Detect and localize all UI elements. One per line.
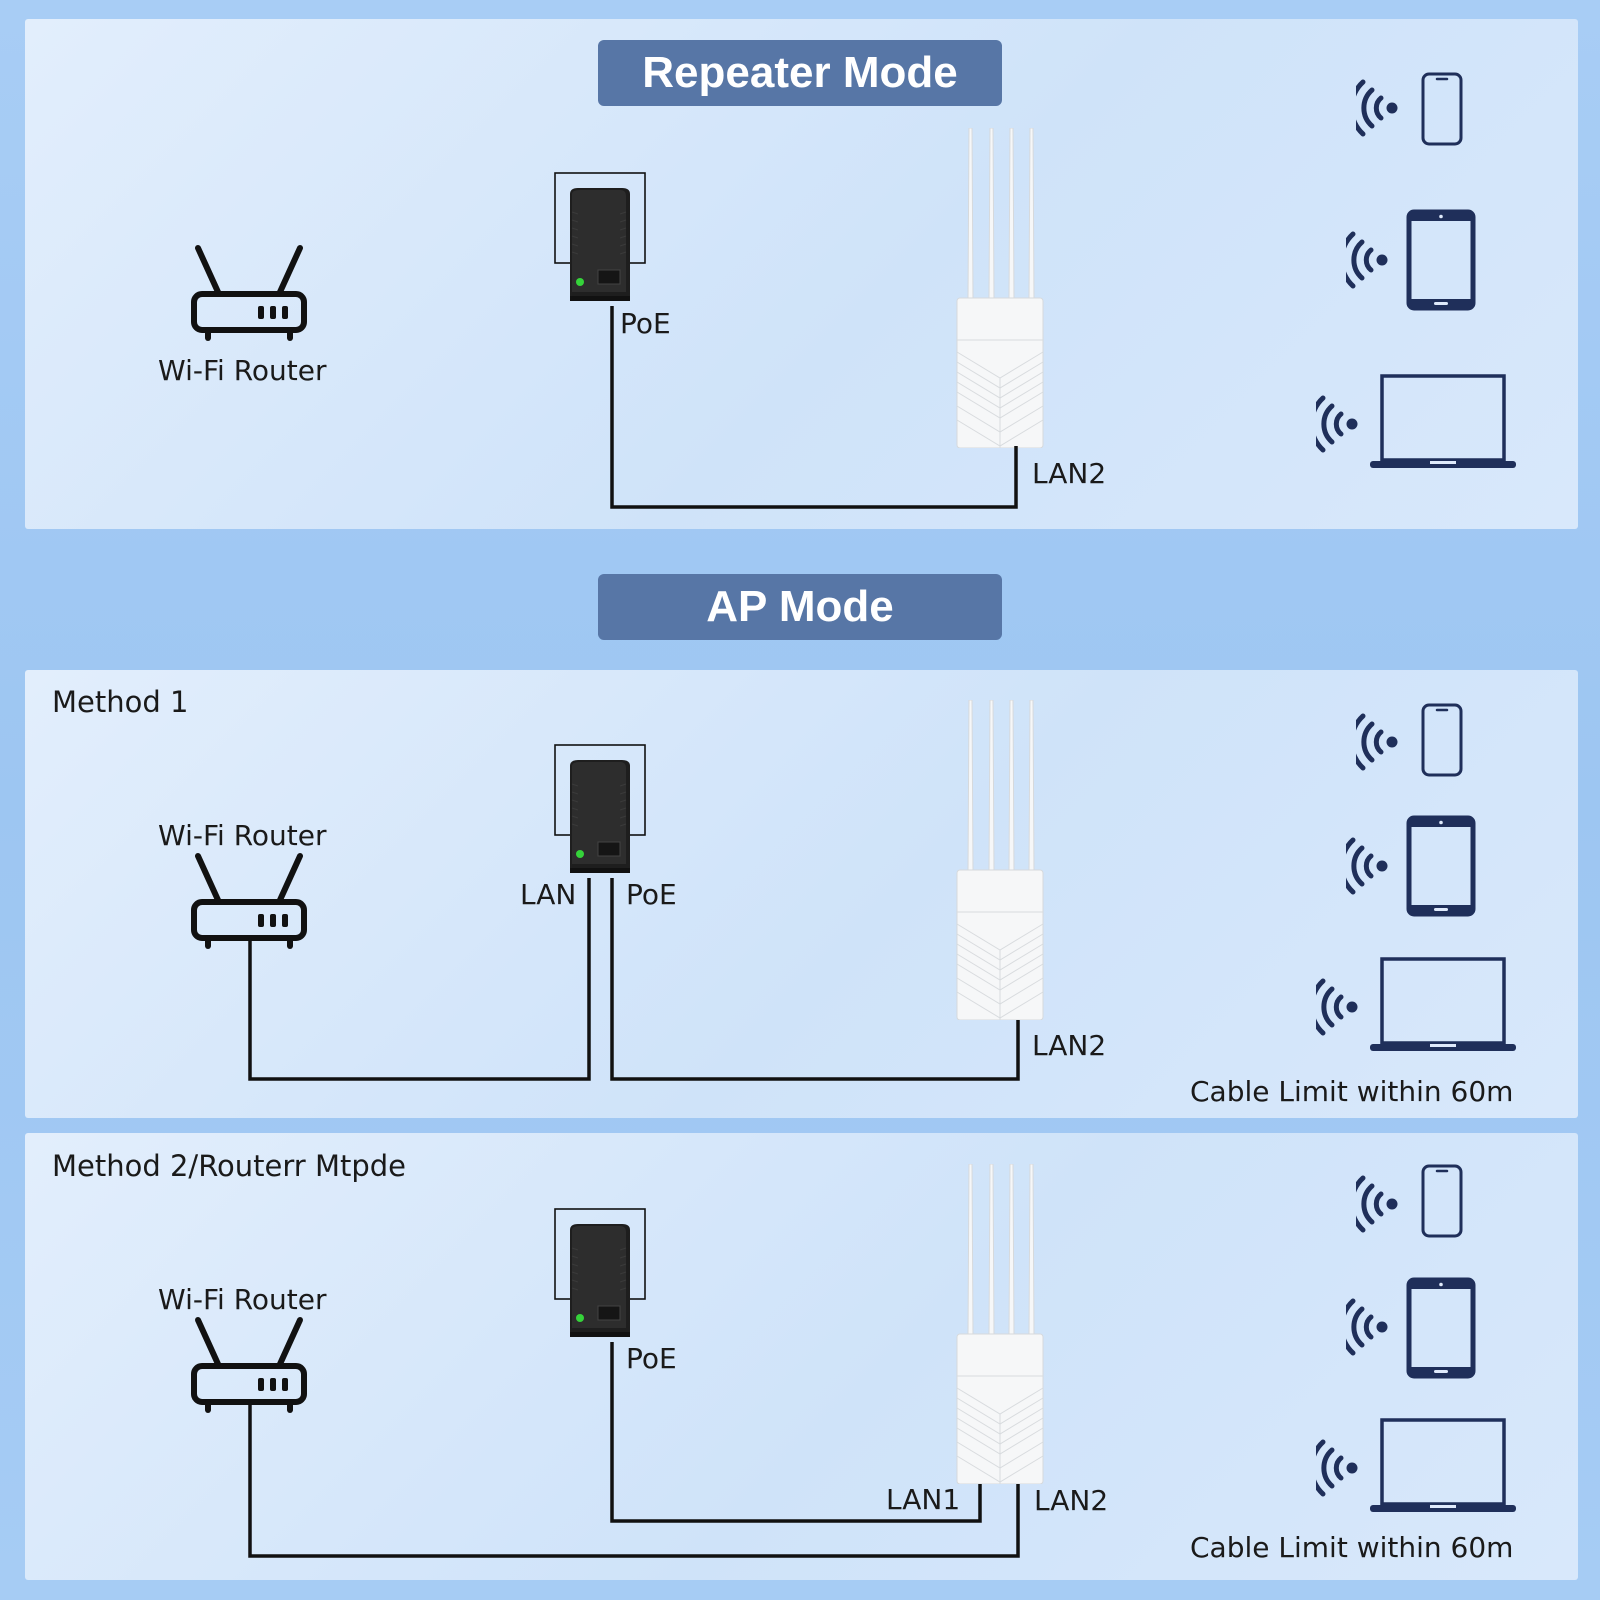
- poe-label: PoE: [626, 1342, 677, 1375]
- lan2-label: LAN2: [1032, 457, 1107, 490]
- cable-limit-note: Cable Limit within 60m: [1190, 1075, 1514, 1108]
- router-label: Wi-Fi Router: [158, 354, 327, 387]
- method1-heading: Method 1: [52, 685, 189, 719]
- poe-label: PoE: [626, 878, 677, 911]
- repeater-mode-title: Repeater Mode: [598, 40, 1002, 106]
- method2-heading: Method 2/Routerr Mtpde: [52, 1149, 406, 1183]
- lan1-label: LAN1: [886, 1483, 961, 1516]
- method1-panel: [25, 670, 1578, 1118]
- lan2-label: LAN2: [1032, 1029, 1107, 1062]
- poe-label: PoE: [620, 307, 671, 340]
- router-label: Wi-Fi Router: [158, 819, 327, 852]
- lan2-label: LAN2: [1034, 1484, 1109, 1517]
- cable-limit-note: Cable Limit within 60m: [1190, 1531, 1514, 1564]
- ap-mode-title: AP Mode: [598, 574, 1002, 640]
- lan-label: LAN: [520, 878, 577, 911]
- method2-panel: [25, 1133, 1578, 1580]
- router-label: Wi-Fi Router: [158, 1283, 327, 1316]
